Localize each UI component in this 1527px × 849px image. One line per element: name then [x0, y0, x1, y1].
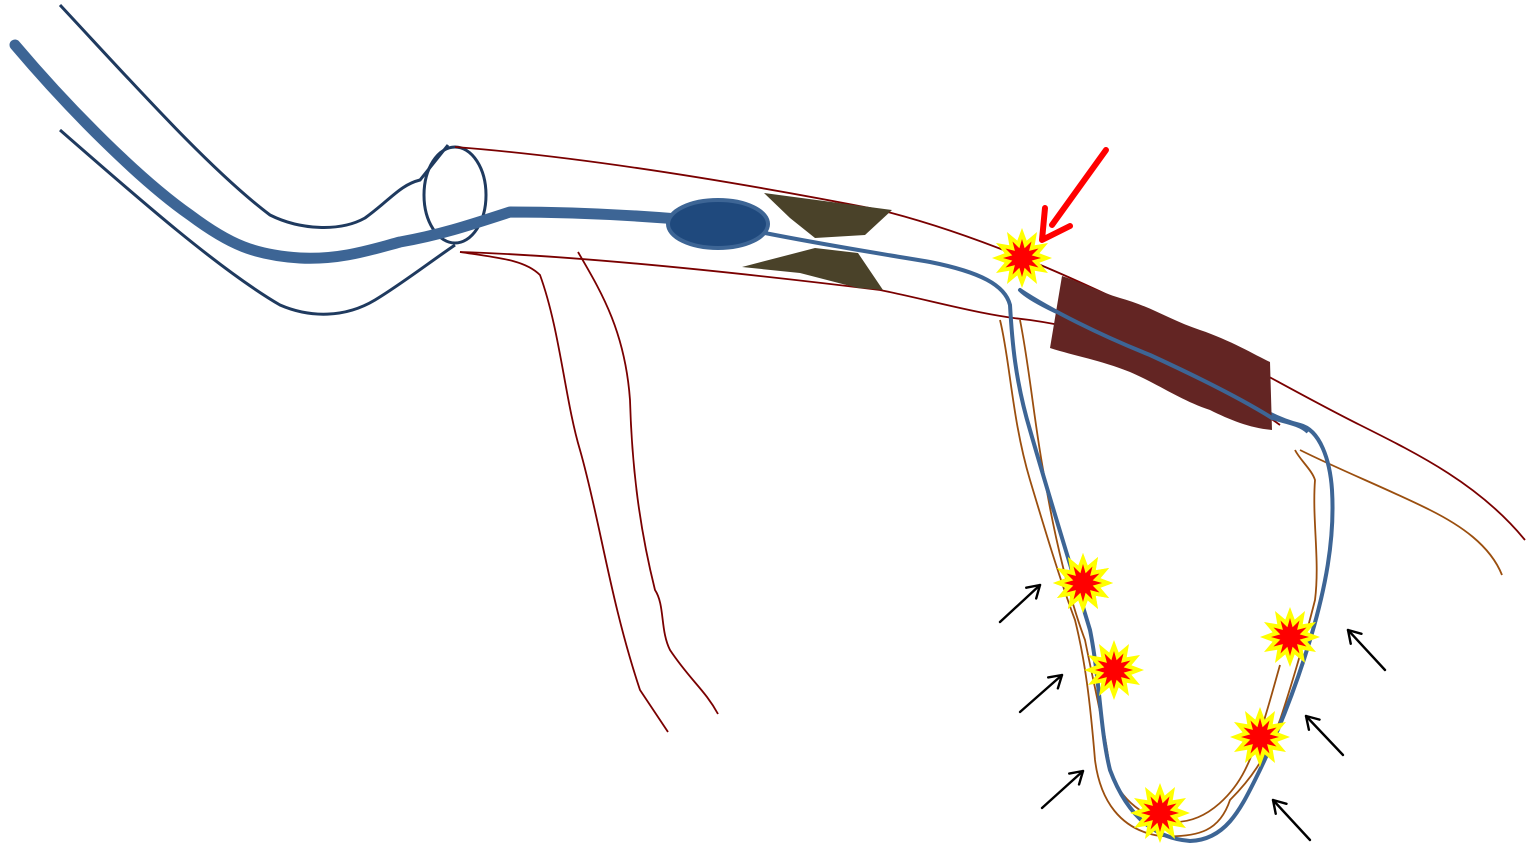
arrow-icon — [1042, 771, 1083, 808]
arrow-icon — [1000, 585, 1040, 622]
main-vessel-upper-wall — [455, 147, 1525, 540]
small-arrow-group — [1000, 585, 1385, 840]
main-vessel — [455, 147, 1525, 732]
starburst-icon — [1130, 783, 1190, 843]
arrow-icon — [1306, 716, 1343, 755]
plaque-lower — [742, 248, 883, 290]
guide-catheter — [15, 45, 690, 258]
arrow-icon — [1020, 675, 1062, 712]
balloon-icon — [668, 200, 768, 248]
arrow-icon — [1273, 800, 1310, 840]
side-branch-right-wall — [578, 252, 718, 714]
main-arrow-icon — [1042, 150, 1106, 240]
arrow-icon — [1348, 630, 1385, 670]
occlusion — [1050, 276, 1272, 430]
proximal-vessel-upper-wall — [60, 5, 448, 227]
